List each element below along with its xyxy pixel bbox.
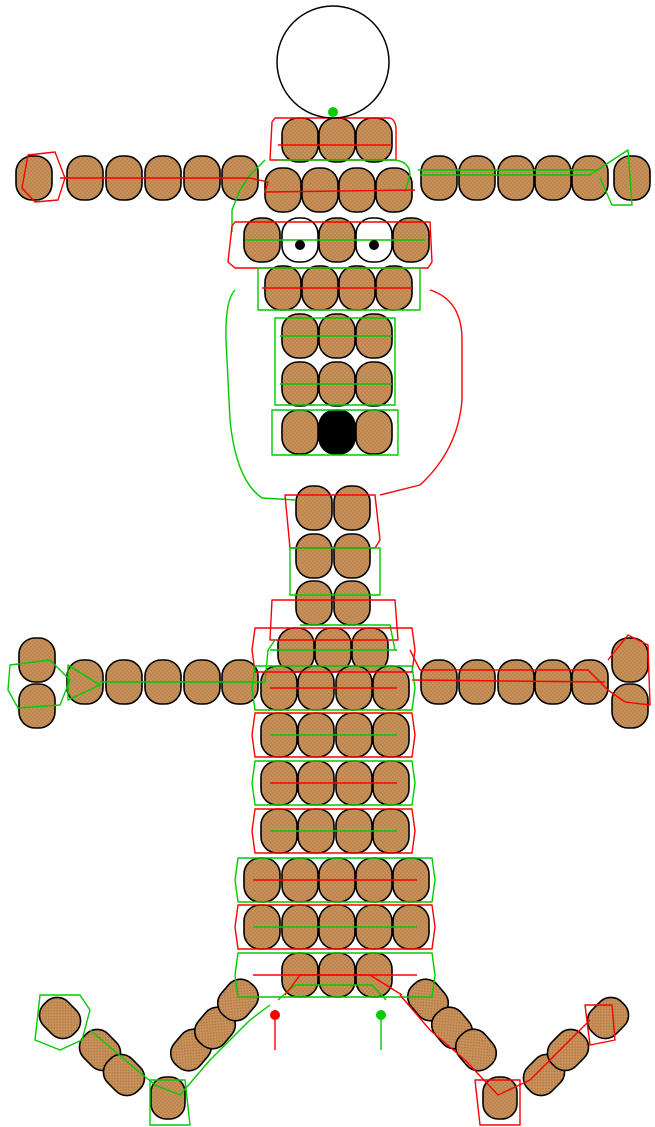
head-bead (319, 118, 355, 162)
arm-bead (498, 156, 534, 200)
neck-bead (334, 534, 370, 578)
head-bead (302, 168, 338, 212)
hind-leg-bead (151, 1077, 185, 1119)
pupil (295, 240, 305, 250)
front-leg-bead (421, 660, 457, 704)
front-leg-bead (612, 684, 648, 728)
head-bead (265, 168, 301, 212)
green-string-end-knot (376, 1010, 386, 1020)
neck-bead (334, 581, 370, 625)
neck-bead (334, 486, 370, 530)
neck-bead (296, 486, 332, 530)
red-string-end-knot (270, 1010, 280, 1020)
ring-knot-dot (328, 107, 338, 117)
front-leg-bead (459, 660, 495, 704)
arm-bead (614, 156, 650, 200)
arm-bead (572, 156, 608, 200)
snout-bead (282, 410, 318, 454)
arm-bead (459, 156, 495, 200)
neck-bead (296, 534, 332, 578)
pupil (369, 240, 379, 250)
snout-bead (356, 410, 392, 454)
neck-bead (296, 581, 332, 625)
arm-bead (16, 156, 52, 200)
head-bead (356, 118, 392, 162)
arm-bead (421, 156, 457, 200)
head-ring (277, 6, 389, 118)
front-leg-bead (498, 660, 534, 704)
front-leg-bead (612, 638, 648, 682)
hind-leg-bead (33, 991, 87, 1045)
head-bead (282, 118, 318, 162)
nose-bead (319, 410, 355, 454)
arm-bead (535, 156, 571, 200)
hind-leg-bead (483, 1077, 517, 1119)
